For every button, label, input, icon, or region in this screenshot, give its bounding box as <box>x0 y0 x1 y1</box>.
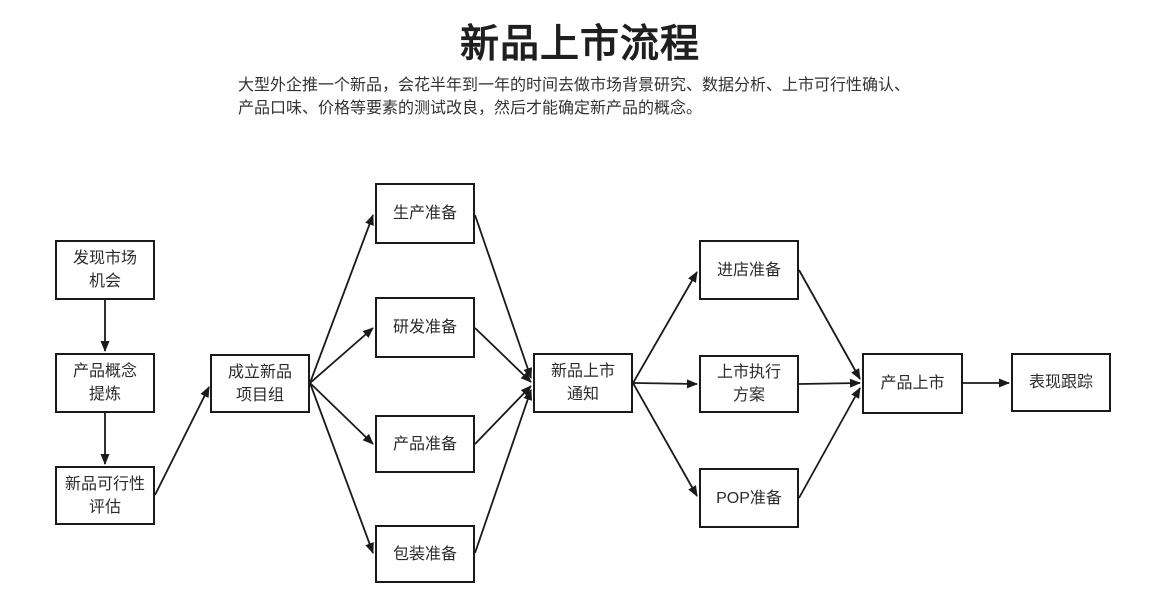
edge-team-packaging <box>309 382 374 554</box>
edge-rnd-notice <box>474 327 532 383</box>
edge-store-launch <box>798 269 861 380</box>
node-packaging: 包装准备 <box>375 525 475 583</box>
node-concept: 产品概念 提炼 <box>55 353 155 413</box>
edge-notice-store <box>632 271 698 384</box>
node-tracking: 表现跟踪 <box>1011 353 1111 412</box>
node-discover: 发现市场 机会 <box>55 240 155 300</box>
node-rnd: 研发准备 <box>375 297 475 358</box>
edge-team-production <box>309 214 374 384</box>
node-notice: 新品上市 通知 <box>533 353 633 413</box>
node-execution: 上市执行 方案 <box>699 355 799 413</box>
edge-team-rnd <box>309 327 374 384</box>
description-line-2: 产品口味、价格等要素的测试改良，然后才能确定新产品的概念。 <box>238 100 703 117</box>
edge-notice-pop <box>632 382 698 497</box>
node-launch: 产品上市 <box>862 353 963 414</box>
node-product-prep: 产品准备 <box>375 415 475 473</box>
edge-notice-execution <box>632 379 698 389</box>
description-line-1: 大型外企推一个新品，会花半年到一年的时间去做市场背景研究、数据分析、上市可行性确… <box>238 77 911 94</box>
edge-production-notice <box>474 214 533 379</box>
edge-pop-launch <box>798 387 861 499</box>
description-paragraph: 大型外企推一个新品，会花半年到一年的时间去做市场背景研究、数据分析、上市可行性确… <box>238 74 910 120</box>
edge-feasibility-team <box>154 386 210 496</box>
edge-product-prep-notice <box>474 385 532 445</box>
node-pop: POP准备 <box>699 468 799 528</box>
edge-team-product-prep <box>309 382 374 445</box>
node-production: 生产准备 <box>375 183 475 244</box>
edge-packaging-notice <box>474 389 533 554</box>
node-store: 进店准备 <box>699 240 799 300</box>
node-feasibility: 新品可行性 评估 <box>55 466 155 525</box>
node-team: 成立新品 项目组 <box>210 354 310 413</box>
page-title: 新品上市流程 <box>459 23 700 66</box>
edge-execution-launch <box>798 378 861 388</box>
